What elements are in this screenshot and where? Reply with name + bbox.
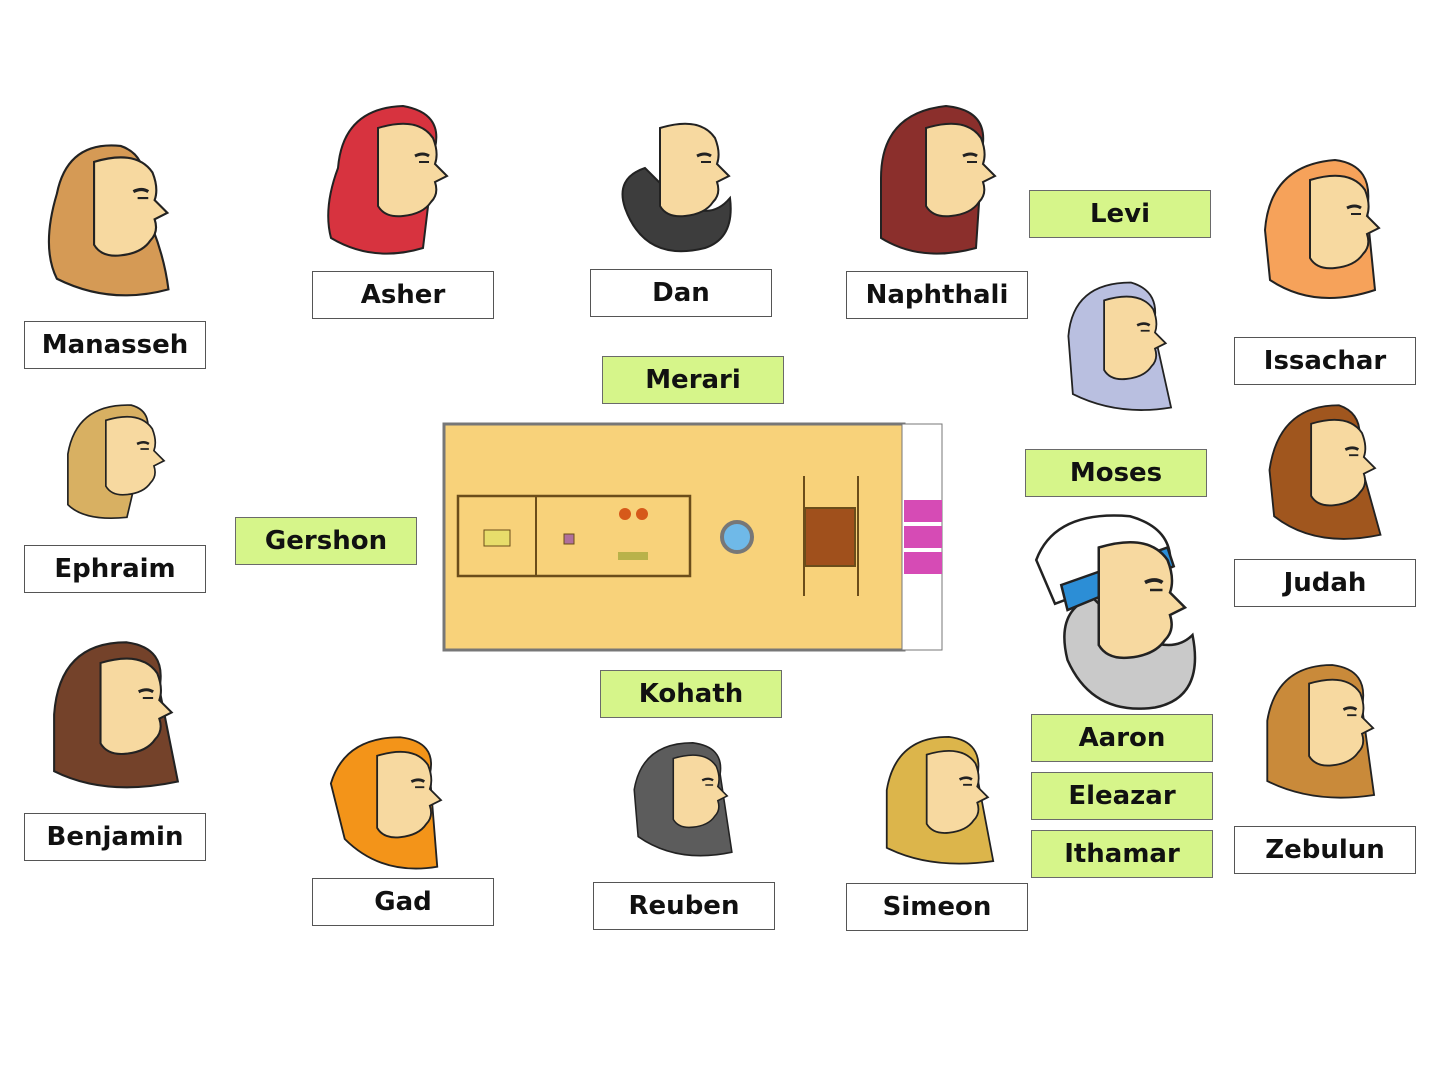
- head-aaron-icon: [1030, 510, 1205, 710]
- label-moses: Moses: [1025, 449, 1207, 497]
- head-ephraim-icon: [36, 395, 201, 530]
- label-kohath: Kohath: [600, 670, 782, 718]
- label-merari: Merari: [602, 356, 784, 404]
- label-eleazar: Eleazar: [1031, 772, 1213, 820]
- head-gad-icon: [312, 728, 470, 876]
- label-manasseh: Manasseh: [24, 321, 206, 369]
- head-reuben-icon: [615, 735, 755, 860]
- head-issachar-icon: [1245, 150, 1405, 310]
- head-levi-icon: [1055, 265, 1180, 425]
- head-dan-icon: [590, 98, 760, 258]
- head-zebulun-icon: [1258, 655, 1388, 805]
- label-aaron: Aaron: [1031, 714, 1213, 762]
- label-zebulun: Zebulun: [1234, 826, 1416, 874]
- label-reuben: Reuben: [593, 882, 775, 930]
- tabernacle-icon: [440, 418, 946, 654]
- label-judah: Judah: [1234, 559, 1416, 607]
- label-naphthali: Naphthali: [846, 271, 1028, 319]
- head-naphthali-icon: [866, 98, 1016, 258]
- label-gershon: Gershon: [235, 517, 417, 565]
- label-levi: Levi: [1029, 190, 1211, 238]
- head-judah-icon: [1255, 396, 1395, 544]
- label-benjamin: Benjamin: [24, 813, 206, 861]
- label-ithamar: Ithamar: [1031, 830, 1213, 878]
- head-simeon-icon: [870, 728, 1010, 870]
- label-ephraim: Ephraim: [24, 545, 206, 593]
- head-benjamin-icon: [36, 632, 196, 797]
- label-dan: Dan: [590, 269, 772, 317]
- label-issachar: Issachar: [1234, 337, 1416, 385]
- label-simeon: Simeon: [846, 883, 1028, 931]
- label-asher: Asher: [312, 271, 494, 319]
- label-gad: Gad: [312, 878, 494, 926]
- head-asher-icon: [318, 98, 468, 258]
- head-manasseh-icon: [30, 130, 190, 300]
